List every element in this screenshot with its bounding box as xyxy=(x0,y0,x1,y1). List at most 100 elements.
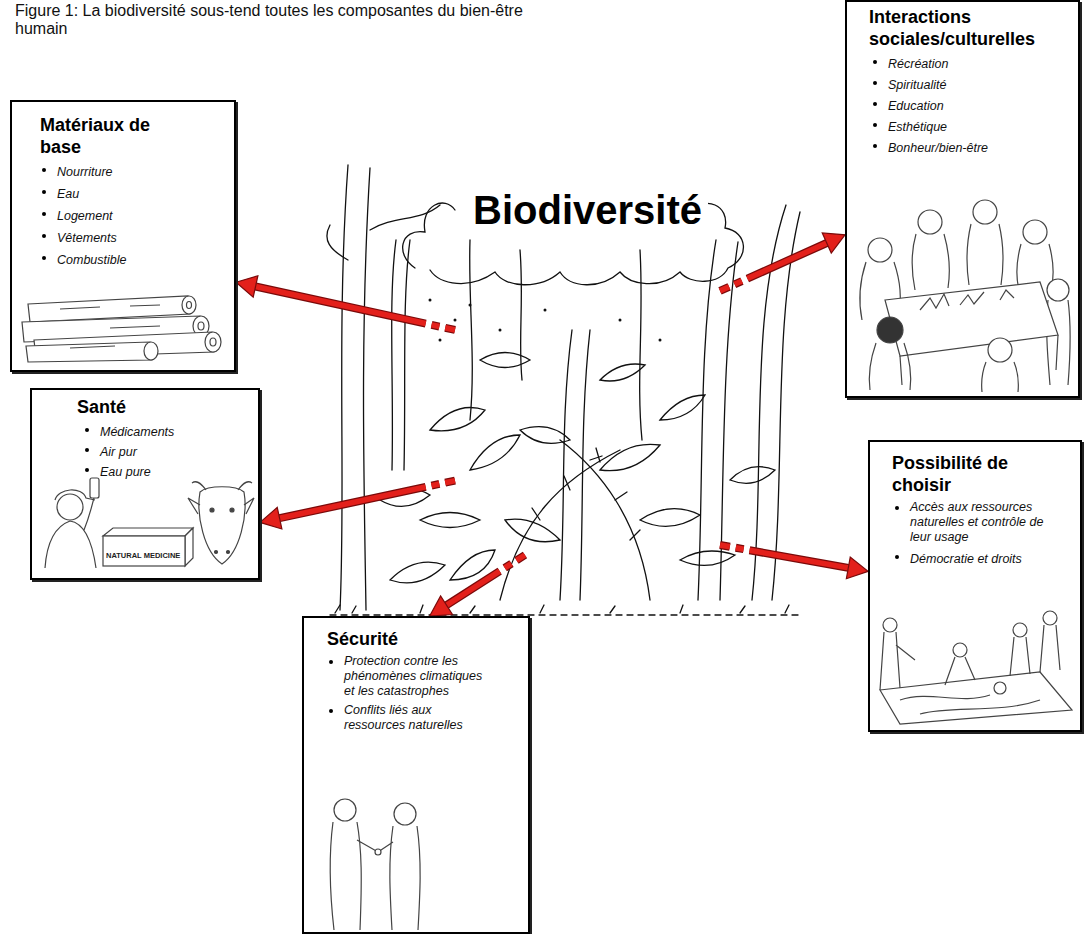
bullet-dot xyxy=(895,506,899,510)
bullet-dot xyxy=(42,212,46,216)
arrow-head xyxy=(260,507,282,529)
bullet-text: Conflits liés aux ressources naturelles xyxy=(344,703,484,733)
red-arrow xyxy=(720,545,868,579)
box-content: Biodiversité xyxy=(455,183,720,233)
box-heading: Sécurité xyxy=(327,628,507,650)
bullet-dot xyxy=(42,234,46,238)
arrow-shaft-outline xyxy=(720,545,848,568)
bullet-item: Eau xyxy=(42,184,217,202)
box-heading: Santé xyxy=(77,396,237,418)
bullet-dot xyxy=(873,144,877,148)
box-content: Matériaux de baseNourritureEauLogementVê… xyxy=(12,102,234,268)
arrow-head xyxy=(822,233,845,253)
box-content: Interactions sociales/culturellesRécréat… xyxy=(847,2,1078,156)
title-area: Figure 1: La biodiversité sous-tend tout… xyxy=(15,2,555,38)
component-box: Matériaux de baseNourritureEauLogementVê… xyxy=(10,100,236,372)
arrow-shaft xyxy=(720,545,848,568)
bullet-text: Esthétique xyxy=(888,120,947,135)
bullet-item: Logement xyxy=(42,206,217,224)
bullet-item: Bonheur/bien-être xyxy=(873,138,1063,156)
bullet-dot xyxy=(85,468,89,472)
bullet-text: Accès aux ressources naturelles et contr… xyxy=(910,500,1063,545)
bullet-text: Protection contre les phénomènes climati… xyxy=(344,654,484,699)
bullet-text: Logement xyxy=(57,209,113,224)
bullet-text: Vêtements xyxy=(57,231,117,246)
arrow-shaft-outline xyxy=(280,481,455,519)
red-arrow xyxy=(260,481,455,529)
red-arrow xyxy=(236,276,455,330)
bullet-item: Récréation xyxy=(873,54,1063,72)
arrow-shaft xyxy=(280,481,455,519)
center-title-area: Biodiversité xyxy=(455,183,720,555)
box-heading: Interactions sociales/culturelles xyxy=(869,6,1069,50)
people-at-table-sketch xyxy=(860,200,1070,392)
bullet-item: Vêtements xyxy=(42,228,217,246)
bullet-item: Médicaments xyxy=(85,422,245,440)
bullet-text: Combustible xyxy=(57,253,126,268)
bullet-dot xyxy=(329,709,333,713)
bullet-dot xyxy=(895,555,899,559)
bullet-text: Médicaments xyxy=(100,425,174,440)
arrow-shaft xyxy=(720,243,827,291)
bullet-dot xyxy=(85,448,89,452)
box-heading: Matériaux de base xyxy=(40,114,180,158)
crate-label: NATURAL MEDICINE xyxy=(106,551,180,560)
bullet-dot xyxy=(873,81,877,85)
box-heading: Possibilité de choisir xyxy=(892,452,1032,496)
component-box: Interactions sociales/culturellesRécréat… xyxy=(845,0,1080,398)
bullet-text: Bonheur/bien-être xyxy=(888,141,988,156)
component-box: Possibilité de choisirAccès aux ressourc… xyxy=(868,440,1082,732)
bullet-item: Education xyxy=(873,96,1063,114)
component-box: SécuritéProtection contre les phénomènes… xyxy=(302,616,530,934)
handshake-sketch xyxy=(330,799,420,930)
bullet-text: Récréation xyxy=(888,57,948,72)
bullet-text: Eau pure xyxy=(100,465,151,480)
bullet-text: Air pur xyxy=(100,445,137,460)
arrow-shaft xyxy=(256,286,455,329)
arrow-head xyxy=(430,596,453,616)
bullet-item: Protection contre les phénomènes climati… xyxy=(329,654,484,699)
bullet-item: Spiritualité xyxy=(873,75,1063,93)
bullet-dot xyxy=(42,190,46,194)
box-content: Possibilité de choisirAccès aux ressourc… xyxy=(870,442,1080,567)
bullet-dot xyxy=(873,60,877,64)
bullet-dot xyxy=(873,102,877,106)
arrow-shaft-outline xyxy=(720,243,827,291)
health-sketch xyxy=(45,478,254,568)
bullet-dot xyxy=(42,168,46,172)
bullet-text: Spiritualité xyxy=(888,78,946,93)
bullet-item: Démocratie et droits xyxy=(895,549,1063,567)
box-content: SantéMédicamentsAir purEau pure xyxy=(32,390,258,480)
arrow-shaft-outline xyxy=(256,286,455,329)
map-on-ground-sketch xyxy=(880,611,1072,724)
label-area: NATURAL MEDICINE xyxy=(106,544,180,562)
bullet-item: Nourriture xyxy=(42,162,217,180)
arrow-shaft-outline xyxy=(447,555,525,605)
bullet-item: Accès aux ressources naturelles et contr… xyxy=(895,500,1063,545)
bullet-item: Combustible xyxy=(42,250,217,268)
bullet-item: Conflits liés aux ressources naturelles xyxy=(329,703,484,733)
figure-title: Figure 1: La biodiversité sous-tend tout… xyxy=(15,2,555,38)
box-content: SécuritéProtection contre les phénomènes… xyxy=(304,618,528,733)
red-arrow xyxy=(430,555,525,616)
bullet-text: Education xyxy=(888,99,944,114)
bullet-text: Démocratie et droits xyxy=(910,552,1022,567)
bullet-dot xyxy=(42,256,46,260)
arrow-head xyxy=(236,276,258,297)
arrow-head xyxy=(846,557,868,579)
bullet-dot xyxy=(329,660,333,664)
bullet-dot xyxy=(873,123,877,127)
bullet-text: Eau xyxy=(57,187,79,202)
bullet-item: Eau pure xyxy=(85,462,245,480)
bullet-text: Nourriture xyxy=(57,165,113,180)
bullet-dot xyxy=(85,428,89,432)
center-title: Biodiversité xyxy=(467,187,708,233)
bullet-item: Air pur xyxy=(85,442,245,460)
arrow-shaft xyxy=(447,555,525,605)
red-arrow xyxy=(720,233,845,291)
log-bundle-sketch xyxy=(22,296,221,362)
bullet-item: Esthétique xyxy=(873,117,1063,135)
